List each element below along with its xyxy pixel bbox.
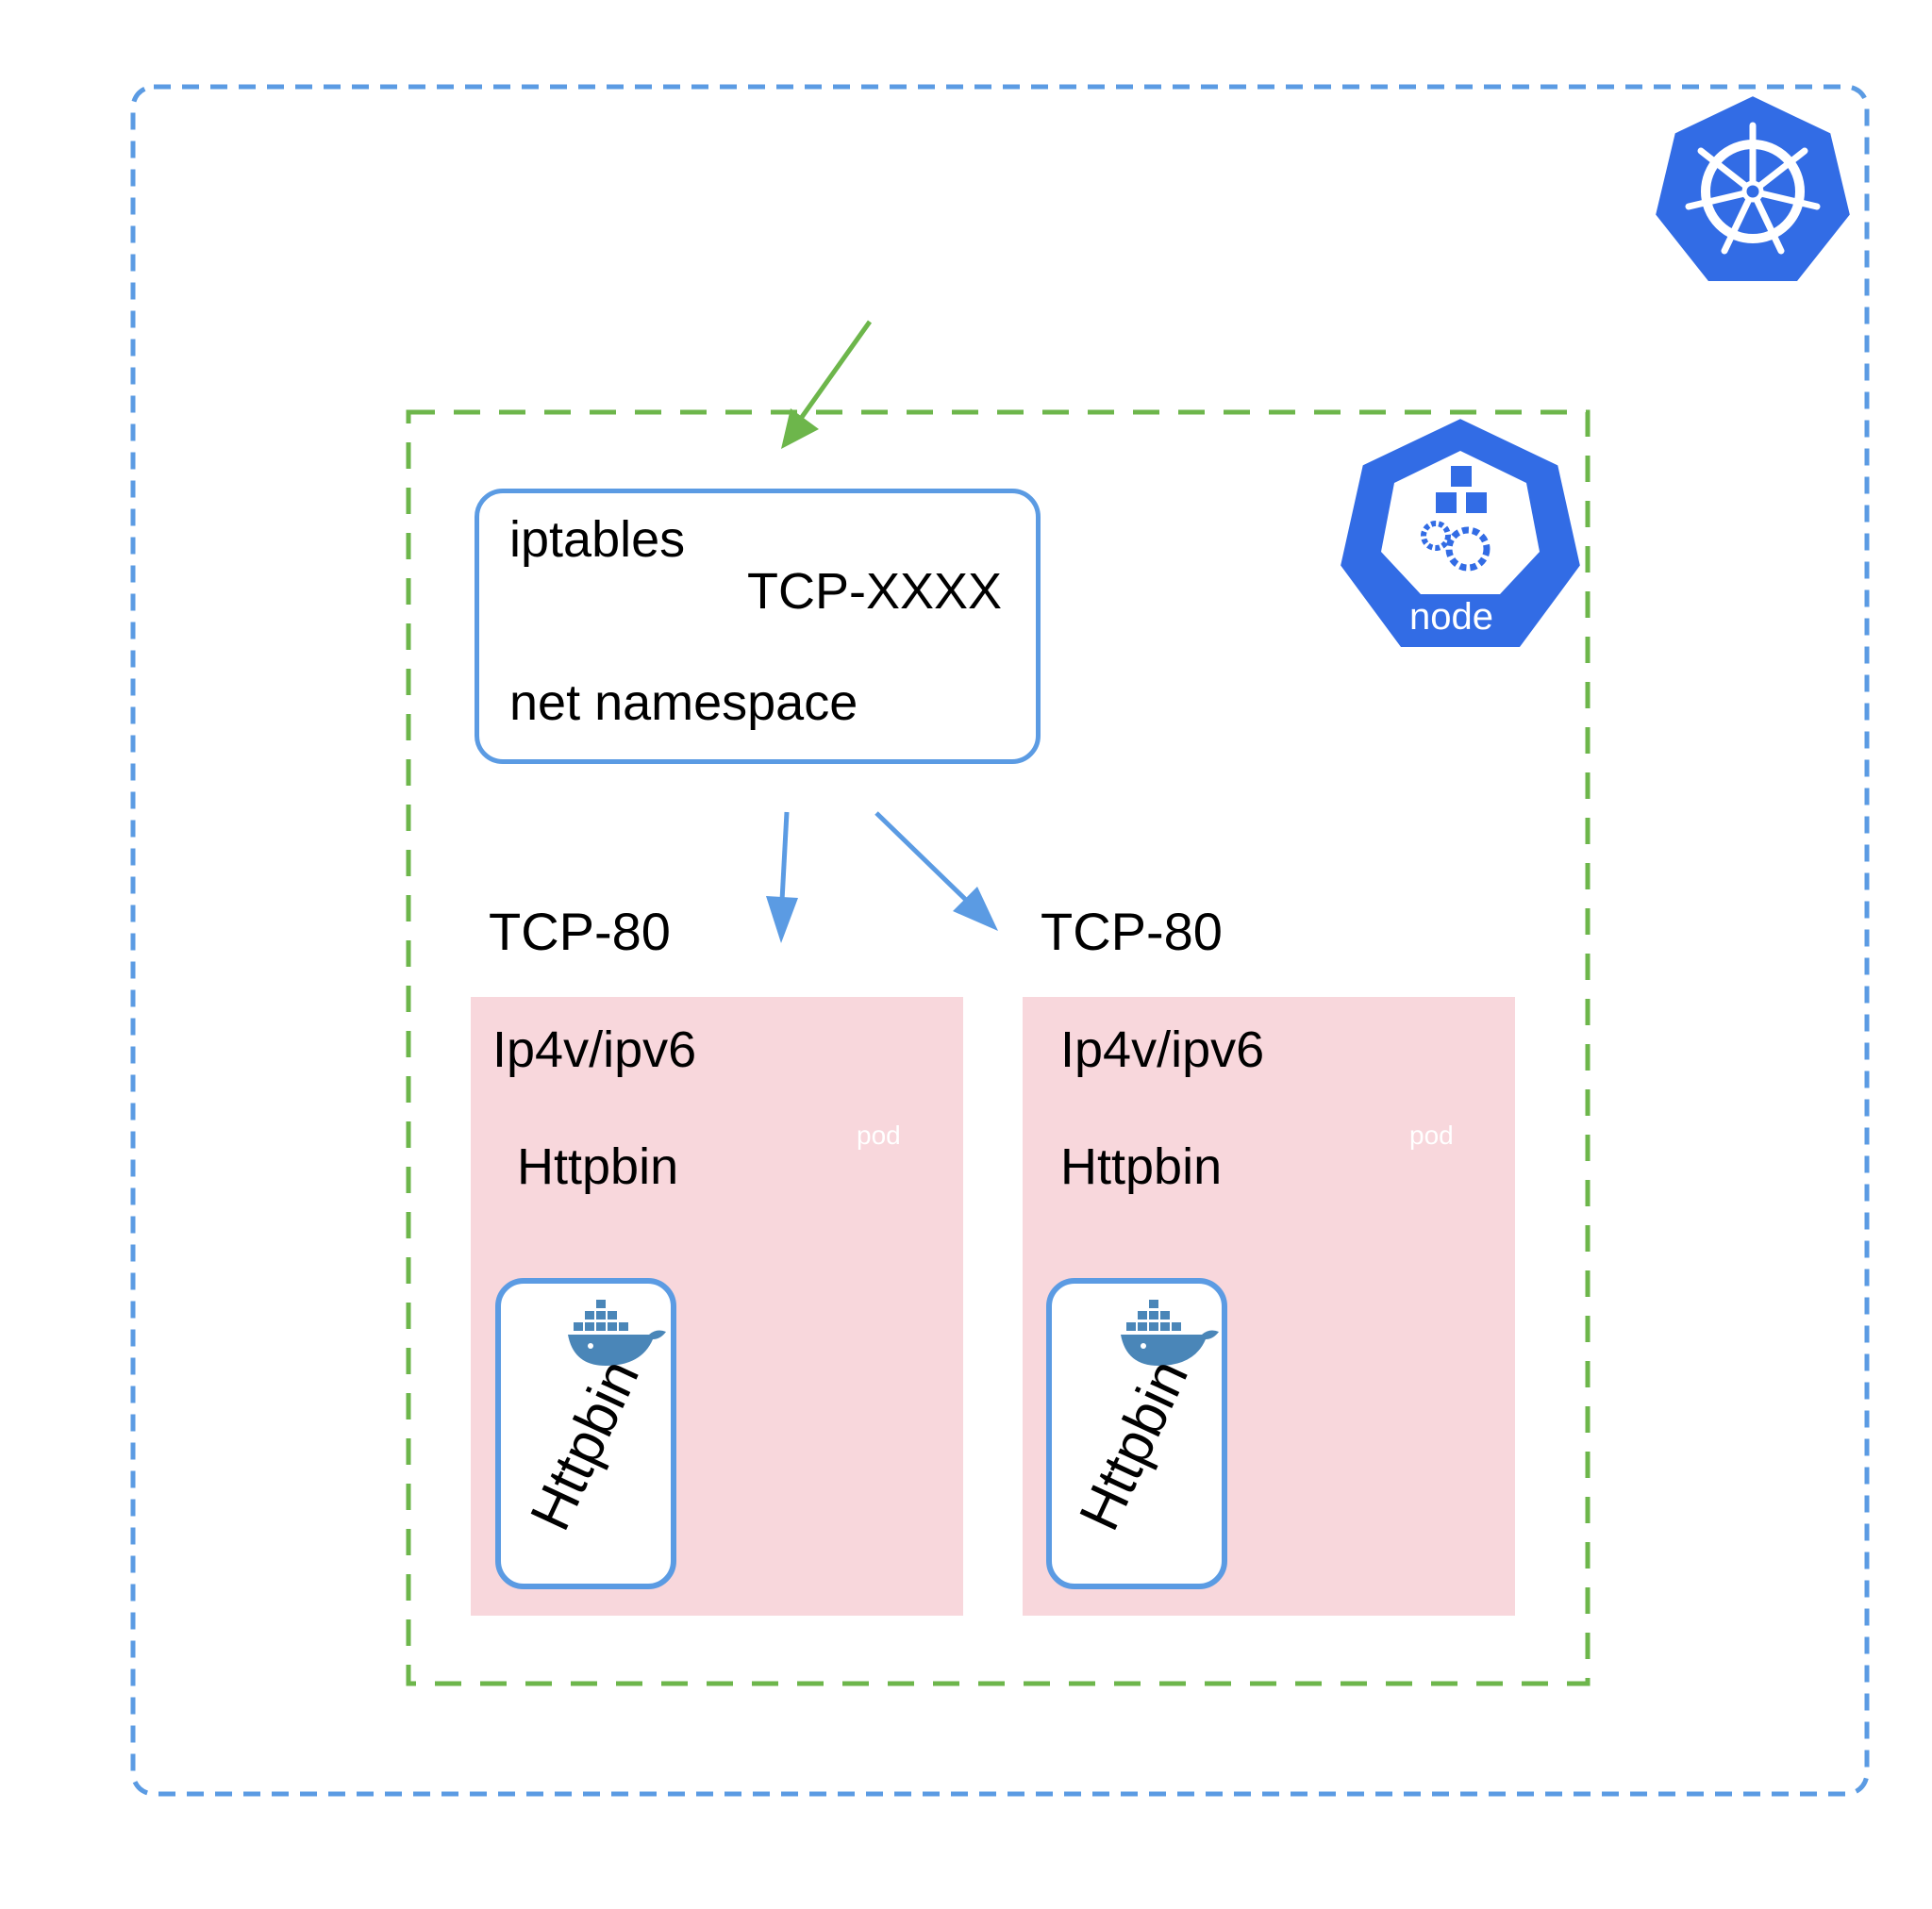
- cluster-boundary: [130, 84, 1870, 1797]
- iptables-title: iptables: [509, 511, 686, 568]
- docker-icon: [568, 1300, 666, 1366]
- pod-badge-label: pod: [1409, 1120, 1454, 1150]
- arrow-to-pod-1: [766, 811, 798, 943]
- iptables-port: TCP-XXXX: [747, 563, 1003, 620]
- pod-port-label: TCP-80: [489, 902, 671, 961]
- net-namespace-label: net namespace: [509, 674, 858, 731]
- ingress-arrow: [781, 320, 873, 449]
- pod-port-label: TCP-80: [1041, 902, 1223, 961]
- pod-ip-label: Ip4v/ipv6: [492, 1021, 697, 1078]
- pod-app-label: Httpbin: [1060, 1138, 1223, 1195]
- node-icon: [1336, 414, 1585, 651]
- node-badge-label: node: [1409, 596, 1493, 638]
- iptables-box: [475, 489, 1041, 764]
- node-boundary: [406, 409, 1591, 1686]
- pod-app-label: Httpbin: [517, 1138, 679, 1195]
- kubernetes-icon: [1651, 91, 1855, 285]
- container-box: [1046, 1278, 1227, 1589]
- pod-badge-label: pod: [857, 1120, 901, 1150]
- pod-ip-label: Ip4v/ipv6: [1060, 1021, 1265, 1078]
- docker-icon: [1121, 1300, 1219, 1366]
- arrow-to-pod-2: [874, 811, 998, 931]
